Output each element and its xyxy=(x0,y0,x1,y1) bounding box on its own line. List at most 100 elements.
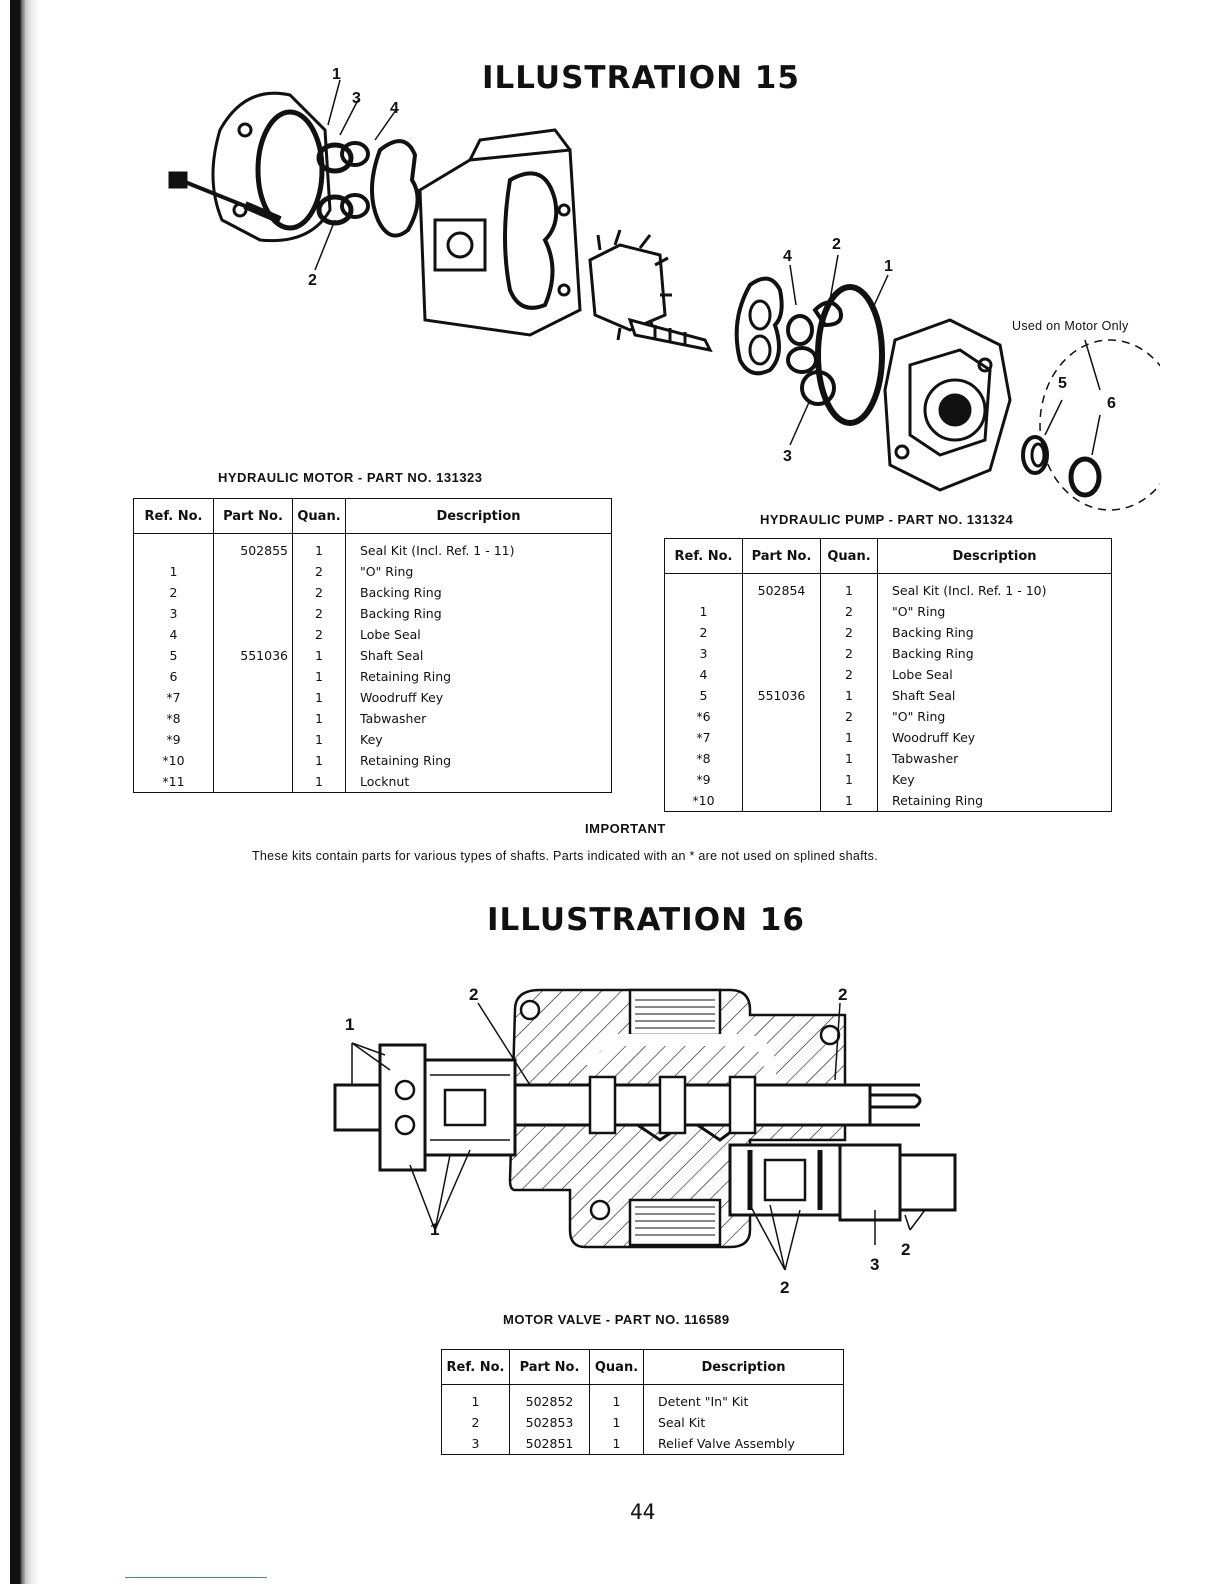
ref-cell: *10 xyxy=(664,790,743,812)
ref-cell: 1 xyxy=(441,1384,510,1412)
valve-callout-2-right: 2 xyxy=(901,1240,911,1259)
ref-cell: 4 xyxy=(133,624,214,645)
ref-cell: *7 xyxy=(133,687,214,708)
header-ref: Ref. No. xyxy=(664,538,743,574)
ref-cell: 2 xyxy=(664,622,743,643)
ref-cell: 3 xyxy=(441,1433,510,1455)
illustration-16-title: ILLUSTRATION 16 xyxy=(487,902,805,938)
quantity-cell: 1 xyxy=(820,748,878,769)
quantity-cell: 2 xyxy=(820,664,878,685)
description-cell: Seal Kit (Incl. Ref. 1 - 11) xyxy=(345,533,612,561)
callout-6: 6 xyxy=(1107,395,1116,412)
part-number-cell xyxy=(742,622,821,643)
part-number-cell xyxy=(742,748,821,769)
part-number-cell xyxy=(213,603,293,624)
quantity-cell: 1 xyxy=(292,771,346,793)
table-header-row: Ref. No. Part No. Quan. Description xyxy=(664,538,1112,574)
ref-cell: *9 xyxy=(664,769,743,790)
description-cell: Lobe Seal xyxy=(345,624,612,645)
ref-cell: *7 xyxy=(664,727,743,748)
quantity-cell: 1 xyxy=(589,1412,644,1433)
valve-callout-2-top-right: 2 xyxy=(838,985,848,1004)
description-cell: Woodruff Key xyxy=(877,727,1112,748)
o-ring-1 xyxy=(255,109,325,231)
end-cover-right xyxy=(883,318,1012,492)
part-number-cell xyxy=(213,561,293,582)
description-cell: Seal Kit (Incl. Ref. 1 - 10) xyxy=(877,573,1112,601)
quantity-cell: 1 xyxy=(292,729,346,750)
callout-5: 5 xyxy=(1058,375,1067,392)
quantity-cell: 2 xyxy=(292,561,346,582)
quantity-cell: 2 xyxy=(292,603,346,624)
lobe-seal-right xyxy=(734,276,784,376)
header-description: Description xyxy=(877,538,1112,574)
description-cell: Tabwasher xyxy=(877,748,1112,769)
ref-cell: *8 xyxy=(133,708,214,729)
part-number-cell xyxy=(213,687,293,708)
header-ref: Ref. No. xyxy=(133,498,214,534)
quantity-cell: 1 xyxy=(292,687,346,708)
shaft-seal-5 xyxy=(1021,435,1049,475)
page-number: 44 xyxy=(630,1500,656,1524)
ref-cell: *11 xyxy=(133,771,214,793)
ref-cell: *9 xyxy=(133,729,214,750)
relief-valve-assembly xyxy=(728,1143,957,1222)
motor-only-outline xyxy=(1039,339,1160,511)
valve-callout-leaders xyxy=(351,1002,926,1271)
quantity-cell: 2 xyxy=(820,601,878,622)
quantity-cell: 1 xyxy=(292,708,346,729)
description-cell: Key xyxy=(877,769,1112,790)
ref-cell: *10 xyxy=(133,750,214,771)
header-part: Part No. xyxy=(509,1349,590,1385)
part-number-cell: 502854 xyxy=(742,573,821,601)
ref-cell: 6 xyxy=(133,666,214,687)
important-note: These kits contain parts for various typ… xyxy=(252,849,878,863)
motor-parts-table: Ref. No. Part No. Quan. Description 5028… xyxy=(133,498,612,793)
callout-2-right: 2 xyxy=(832,236,841,253)
valve-callout-3: 3 xyxy=(870,1255,880,1274)
backing-rings-left xyxy=(316,141,370,226)
ref-cell: *6 xyxy=(664,706,743,727)
description-cell: Backing Ring xyxy=(877,622,1112,643)
motor-valve-cross-section xyxy=(333,988,957,1271)
part-number-cell xyxy=(742,601,821,622)
callout-3: 3 xyxy=(352,90,361,107)
description-cell: Seal Kit xyxy=(643,1412,844,1433)
callout-1-right: 1 xyxy=(884,258,893,275)
description-cell: Backing Ring xyxy=(345,603,612,624)
header-part: Part No. xyxy=(742,538,821,574)
valve-spool xyxy=(508,1075,922,1135)
header-quan: Quan. xyxy=(820,538,878,574)
ref-cell: 2 xyxy=(133,582,214,603)
table-header-row: Ref. No. Part No. Quan. Description xyxy=(133,498,612,534)
description-cell: Lobe Seal xyxy=(877,664,1112,685)
quantity-cell: 1 xyxy=(589,1433,644,1455)
part-number-cell xyxy=(742,790,821,812)
part-number-cell xyxy=(742,727,821,748)
part-number-cell: 502855 xyxy=(213,533,293,561)
backing-rings-right xyxy=(786,300,843,406)
quantity-cell: 1 xyxy=(820,769,878,790)
part-number-cell: 502851 xyxy=(509,1433,590,1455)
ref-cell: *8 xyxy=(664,748,743,769)
description-cell: Shaft Seal xyxy=(877,685,1112,706)
o-ring-1-right xyxy=(815,284,885,426)
table-header-row: Ref. No. Part No. Quan. Description xyxy=(441,1349,844,1385)
part-number-cell xyxy=(213,582,293,603)
part-number-cell: 502853 xyxy=(509,1412,590,1433)
ref-cell: 4 xyxy=(664,664,743,685)
quantity-cell: 1 xyxy=(292,666,346,687)
description-cell: "O" Ring xyxy=(345,561,612,582)
